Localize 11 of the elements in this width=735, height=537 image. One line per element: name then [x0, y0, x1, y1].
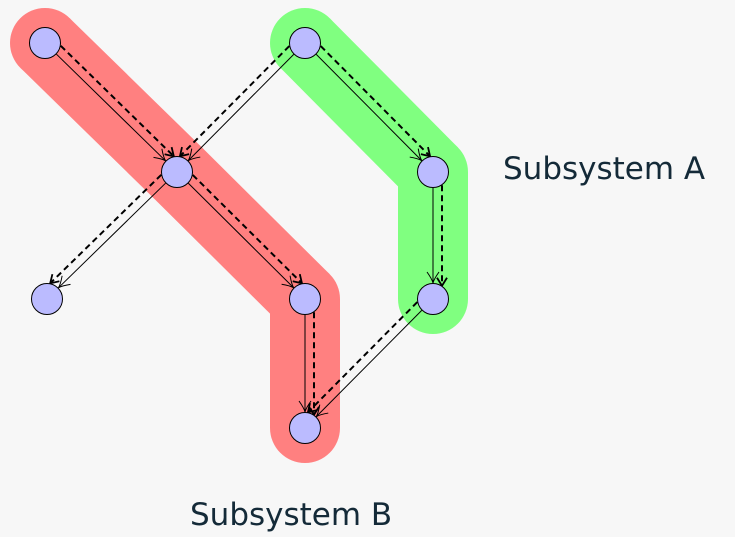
- dashed-arrow: [307, 301, 418, 414]
- dashed-arrow: [436, 185, 448, 287]
- dashed-arrow: [192, 174, 303, 284]
- subsystem-label: Subsystem B: [190, 497, 392, 533]
- dashed-arrow: [179, 45, 290, 158]
- dashed-arrow: [320, 45, 431, 158]
- dashed-arrow: [308, 312, 320, 416]
- dashed-arrow: [49, 174, 162, 284]
- node-circle: [31, 283, 63, 315]
- subsystem-label: Subsystem A: [503, 151, 706, 187]
- dashed-arrow: [60, 45, 175, 158]
